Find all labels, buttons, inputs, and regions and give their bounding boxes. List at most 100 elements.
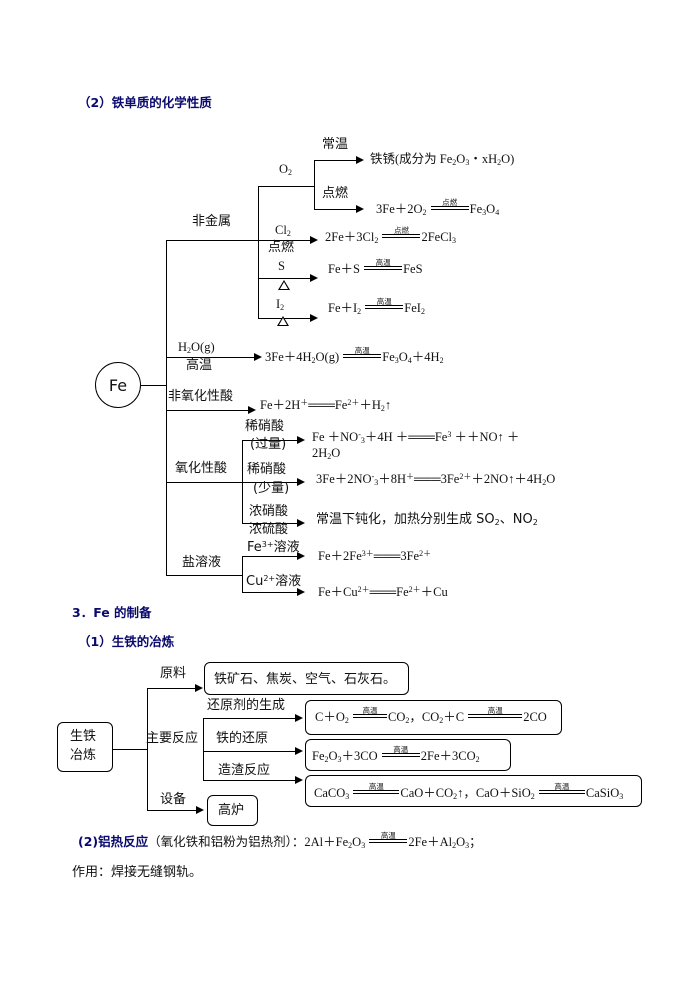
branch-nonmetal: 非金属 (192, 214, 232, 229)
label-s: S (278, 259, 285, 273)
arrow-line (147, 810, 196, 811)
arrowhead (297, 552, 305, 560)
arrowhead (310, 314, 318, 322)
smelting-node (57, 722, 113, 772)
branch-salt: 盐溶液 (182, 555, 222, 570)
branch-nonox-acid: 非氧化性酸 (168, 389, 234, 404)
connector (113, 749, 147, 750)
arrow-line (314, 160, 356, 161)
arrowhead (297, 436, 305, 444)
arrow-line (166, 410, 248, 411)
equipment-box (207, 795, 258, 826)
label-conc-sulfuric: 浓硫酸 (249, 522, 289, 537)
arrow-line (166, 357, 254, 358)
eq-nitric-excess-line2: 2H2O (312, 446, 341, 461)
arrowhead (254, 353, 262, 361)
smelting-trunk (147, 688, 148, 810)
label-ignite: 点燃 (322, 186, 349, 201)
arrow-line (242, 440, 297, 441)
connector (258, 186, 314, 187)
arrow-line (242, 482, 297, 483)
thermite-use: 作用：焊接无缝钢轨。 (72, 865, 203, 880)
label-o2: O2 (279, 162, 293, 177)
passivation-result: 常温下钝化，加热分别生成 SO2、NO2 (316, 512, 538, 527)
raw-materials-box (204, 662, 409, 695)
connector (166, 575, 242, 576)
eq-fe-fe3: Fe＋2Fe3＋═══3Fe2＋ (318, 549, 432, 563)
arrow-line (203, 751, 295, 752)
branch-ox-acid: 氧化性酸 (175, 461, 228, 476)
connector (141, 385, 167, 386)
label-high-temp: 高温 (186, 358, 213, 373)
arrowhead (195, 684, 203, 692)
label-little: (少量) (253, 481, 290, 496)
label-conc-nitric: 浓硝酸 (249, 504, 289, 519)
arrowhead (310, 274, 318, 282)
label-excess: (过量) (250, 437, 287, 452)
arrow-line (203, 780, 295, 781)
label-i2: I2 (276, 297, 285, 312)
raw-materials-text: 铁矿石、焦炭、空气、石灰石。 (214, 672, 397, 687)
main-trunk (166, 240, 167, 575)
arrowhead (248, 406, 256, 414)
arrow-line (314, 209, 356, 210)
arrowhead (310, 236, 318, 244)
eq-nitric-excess: Fe ＋NO-3＋4H ＋═══Fe3 ＋＋NO↑ ＋ (312, 430, 520, 445)
arrowhead (356, 205, 364, 213)
label-reductant: 还原剂的生成 (207, 698, 286, 713)
fe-node: Fe (95, 362, 141, 408)
slag-eq-box (305, 775, 642, 807)
label-h2o: H2O(g) (178, 340, 215, 355)
eq-fe-cu2: Fe＋Cu2＋═══Fe2＋＋Cu (318, 585, 448, 599)
rust-result: 铁锈(成分为 Fe2O3・xH2O) (370, 152, 515, 167)
label-room-temp: 常温 (322, 137, 349, 152)
label-iron-reduction: 铁的还原 (216, 731, 269, 746)
section-heading-preparation: 3．Fe 的制备 (72, 605, 152, 620)
arrow-line (203, 718, 295, 719)
thermite-note: （氧化铁和铝粉为铝热剂）： (148, 834, 305, 849)
arrow-line (242, 556, 297, 557)
arrowhead (297, 478, 305, 486)
thermite-label: (2)铝热反应 (78, 834, 149, 849)
smelting-line2: 冶炼 (70, 748, 97, 763)
main-reaction-trunk (203, 718, 204, 780)
salt-trunk (242, 556, 243, 592)
label-main-reaction: 主要反应 (146, 731, 199, 746)
arrowhead (356, 156, 364, 164)
nonmetal-trunk (258, 186, 259, 318)
arrow-line (147, 688, 195, 689)
iron-red-eq-box (305, 739, 511, 771)
label-cl2-ignite: 点燃 (268, 240, 295, 255)
arrowhead (295, 776, 303, 784)
eq-fe-h: Fe＋2H＋═══Fe2＋＋H2↑ (260, 398, 392, 413)
arrow-line (242, 592, 297, 593)
arrow-line (258, 240, 310, 241)
fe-node-label: Fe (108, 375, 128, 395)
arrow-line (258, 278, 310, 279)
label-raw-materials: 原料 (160, 666, 187, 681)
arrowhead (295, 714, 303, 722)
arrowhead (295, 747, 303, 755)
label-cu2-solution: Cu2+溶液 (246, 574, 302, 589)
equipment-text: 高炉 (218, 803, 245, 818)
label-cl2: Cl2 (275, 223, 291, 238)
section-heading-chem-properties: （2）铁单质的化学性质 (78, 95, 212, 110)
smelting-line1: 生铁 (70, 729, 97, 744)
subheading-smelting: （1）生铁的冶炼 (78, 634, 175, 649)
connector (166, 482, 242, 483)
arrowhead (297, 519, 305, 527)
o2-fork (314, 160, 315, 209)
arrowhead (196, 806, 204, 814)
label-dilute-nitric-little: 稀硝酸 (247, 462, 287, 477)
label-equipment: 设备 (160, 792, 187, 807)
